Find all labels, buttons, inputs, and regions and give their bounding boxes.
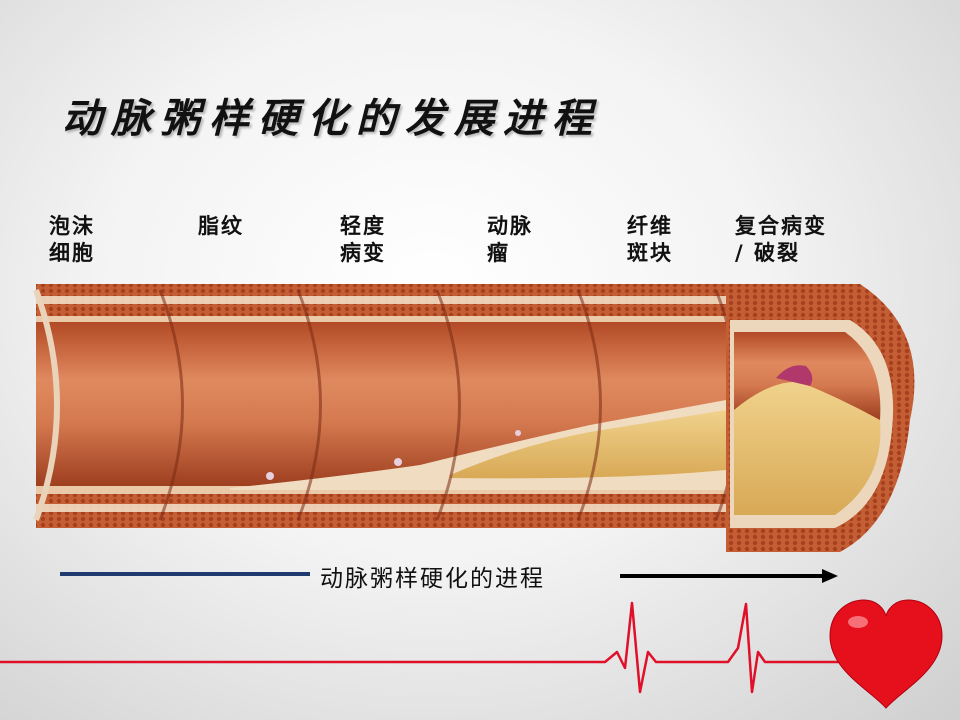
plaque-rupture-thrombus [776,365,813,386]
stage-label-line2: 细胞 [49,241,95,265]
complex-lesion-segment [726,284,915,552]
stage-label-complex-lesion: 复合病变 / 破裂 [735,213,895,267]
stage-label-line1: 泡沫 [49,214,95,238]
stage-label-line1: 复合病变 [735,214,827,238]
stage-label-line2: 瘤 [487,241,510,265]
foam-cell [394,458,402,466]
stage-label-atheroma: 动脉 瘤 [487,213,617,267]
stage-label-line2: / 破裂 [735,241,800,265]
stage-label-line1: 脂纹 [198,214,244,238]
stage-label-line1: 轻度 [340,214,386,238]
stage-label-fibrous-plaque: 纤维 斑块 [627,213,757,267]
stage-label-mild-lesion: 轻度 病变 [340,213,470,267]
heart-highlight [848,616,868,628]
stage-label-line2: 病变 [340,241,386,265]
arrow-right-icon [620,569,838,583]
vessel-left-opening [33,288,60,522]
vessel-top-lining [36,316,726,324]
foam-cell [266,472,274,480]
heart-icon [829,599,943,709]
vessel-bottom-intima [36,504,726,512]
vessel-segments [33,284,740,528]
stage-label-foam-cells: 泡沫 细胞 [49,213,179,267]
slide-title: 动脉粥样硬化的发展进程 [62,95,601,142]
ecg-heartbeat-icon [0,601,840,694]
stage-label-line1: 纤维 [627,214,673,238]
foam-cell [515,430,521,436]
progress-label: 动脉粥样硬化的进程 [320,566,545,592]
stage-label-line1: 动脉 [487,214,533,238]
stage-label-fatty-streak: 脂纹 [198,213,328,240]
vessel-top-intima [36,296,726,304]
plaque-lipid-core [450,410,726,479]
stage-label-line2: 斑块 [627,241,673,265]
